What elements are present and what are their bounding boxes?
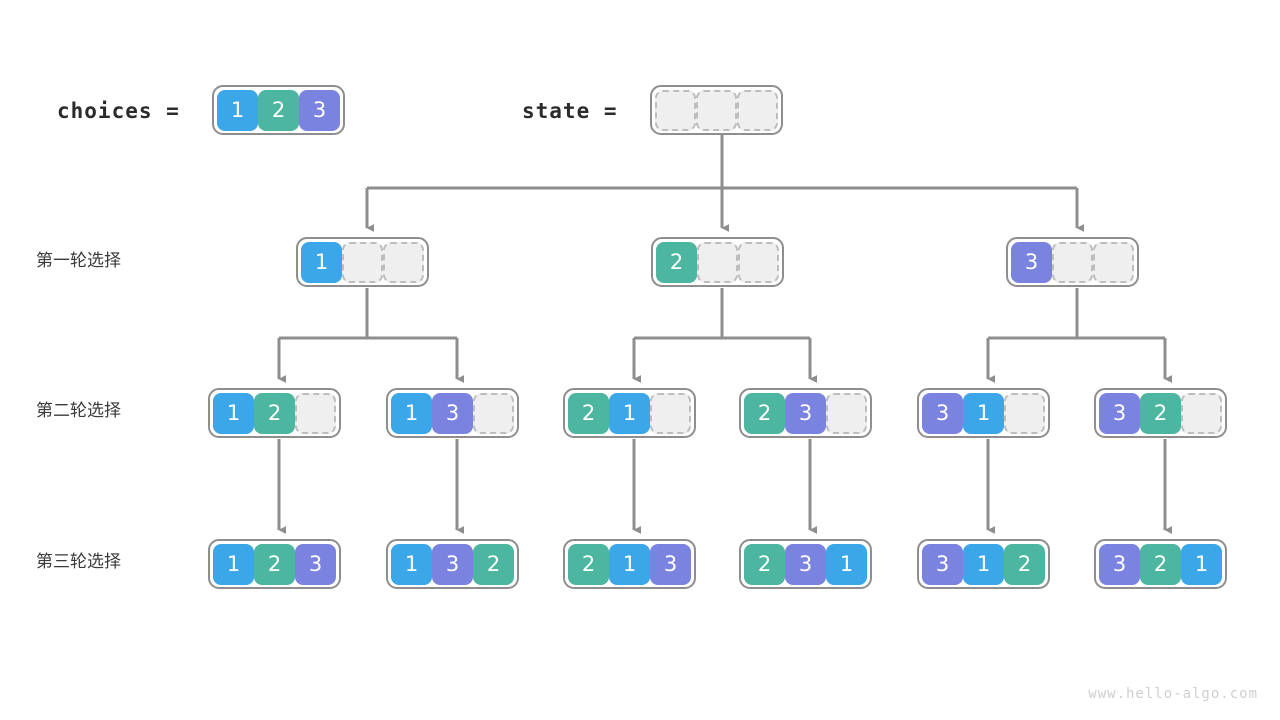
cell: 2	[568, 392, 609, 434]
cell: 2	[254, 543, 295, 585]
cell: 2	[1140, 392, 1181, 434]
watermark: www.hello-algo.com	[1088, 686, 1258, 702]
node-round2-4: 3 1	[917, 388, 1050, 438]
cell: 2	[1140, 543, 1181, 585]
node-round3-0: 1 2 3	[208, 539, 341, 589]
choices-cell-1: 2	[258, 89, 299, 131]
node-round1-1: 2	[651, 237, 784, 287]
cell: 3	[922, 392, 963, 434]
cell: 1	[391, 392, 432, 434]
cell	[1181, 392, 1222, 434]
choices-cell-2: 3	[299, 89, 340, 131]
state-cell-0	[655, 89, 696, 131]
row-caption-round1: 第一轮选择	[36, 251, 121, 271]
node-round2-1: 1 3	[386, 388, 519, 438]
node-round2-5: 3 2	[1094, 388, 1227, 438]
cell: 1	[391, 543, 432, 585]
node-round1-0: 1	[296, 237, 429, 287]
cell: 3	[432, 543, 473, 585]
cell: 3	[922, 543, 963, 585]
cell: 1	[213, 392, 254, 434]
node-round3-4: 3 1 2	[917, 539, 1050, 589]
cell: 2	[656, 241, 697, 283]
node-round2-3: 2 3	[739, 388, 872, 438]
state-cell-1	[696, 89, 737, 131]
state-cell-2	[737, 89, 778, 131]
cell	[1052, 241, 1093, 283]
cell: 3	[785, 543, 826, 585]
cell: 1	[213, 543, 254, 585]
node-round2-2: 2 1	[563, 388, 696, 438]
node-round3-2: 2 1 3	[563, 539, 696, 589]
cell: 3	[1099, 543, 1140, 585]
state-label: state =	[522, 99, 618, 123]
cell: 2	[254, 392, 295, 434]
cell: 1	[301, 241, 342, 283]
cell: 1	[609, 392, 650, 434]
node-round2-0: 1 2	[208, 388, 341, 438]
cell: 1	[1181, 543, 1222, 585]
cell: 2	[744, 543, 785, 585]
cell: 1	[609, 543, 650, 585]
cell: 3	[1011, 241, 1052, 283]
cell: 3	[432, 392, 473, 434]
node-round3-5: 3 2 1	[1094, 539, 1227, 589]
node-round3-1: 1 3 2	[386, 539, 519, 589]
cell	[650, 392, 691, 434]
cell: 2	[744, 392, 785, 434]
row-caption-round2: 第二轮选择	[36, 401, 121, 421]
choices-cell-0: 1	[217, 89, 258, 131]
cell: 3	[650, 543, 691, 585]
cell	[295, 392, 336, 434]
cell	[342, 241, 383, 283]
cell	[697, 241, 738, 283]
cell: 3	[785, 392, 826, 434]
cell: 1	[826, 543, 867, 585]
cell	[1093, 241, 1134, 283]
cell: 3	[1099, 392, 1140, 434]
cell: 1	[963, 392, 1004, 434]
cell: 2	[568, 543, 609, 585]
cell: 3	[295, 543, 336, 585]
node-round3-3: 2 3 1	[739, 539, 872, 589]
cell: 2	[473, 543, 514, 585]
cell	[826, 392, 867, 434]
state-array	[650, 85, 783, 135]
choices-label: choices =	[57, 99, 180, 123]
choices-array: 1 2 3	[212, 85, 345, 135]
row-caption-round3: 第三轮选择	[36, 552, 121, 572]
node-round1-2: 3	[1006, 237, 1139, 287]
cell	[1004, 392, 1045, 434]
cell	[738, 241, 779, 283]
cell	[383, 241, 424, 283]
cell	[473, 392, 514, 434]
cell: 1	[963, 543, 1004, 585]
cell: 2	[1004, 543, 1045, 585]
